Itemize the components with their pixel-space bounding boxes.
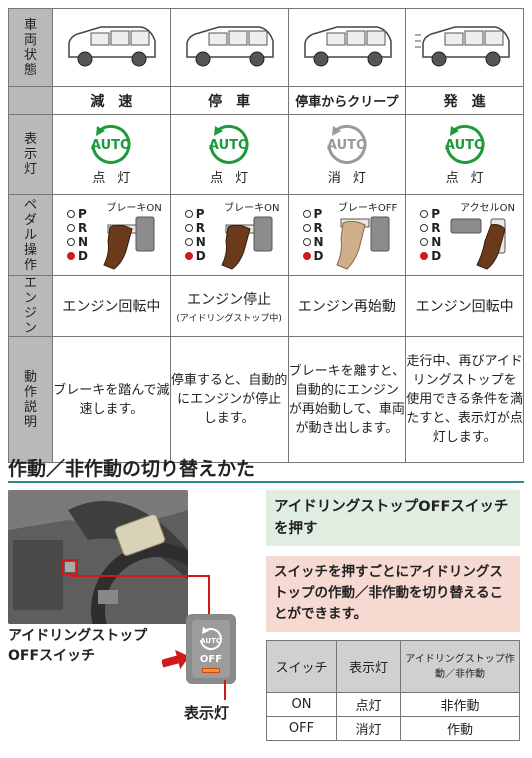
- dashboard-photo: [8, 490, 188, 624]
- indicator-label: 表示灯: [184, 704, 230, 722]
- auto-indicator-icon: AUTO: [445, 124, 485, 164]
- table-cell: 消灯: [336, 716, 401, 741]
- auto-indicator-icon-off: AUTO: [327, 124, 367, 164]
- engine-state: エンジン回転中: [405, 275, 524, 337]
- accelerator-foot-icon: [450, 218, 506, 270]
- section-divider: [8, 481, 524, 483]
- svg-text:AUTO: AUTO: [445, 138, 485, 153]
- auto-indicator-icon: AUTO: [209, 124, 249, 164]
- description-text: ブレーキを踏んで減速します。: [52, 336, 171, 463]
- row-head-pedal: ペダル操作: [8, 194, 53, 276]
- description-text: 停車すると、自動的にエンジンが停止します。: [169, 336, 289, 463]
- row-head-description: 動作説明: [8, 336, 53, 463]
- pedal-label: ブレーキON: [224, 203, 280, 214]
- section-title: 作動／非作動の切り替えかた: [8, 458, 256, 480]
- table-cell: OFF: [266, 716, 337, 741]
- brake-pedal-foot-icon: [103, 216, 155, 270]
- indicator-status: 消灯: [327, 171, 378, 186]
- car-illustration-2: [169, 8, 289, 87]
- table-cell: 点灯: [336, 692, 401, 717]
- callout-line: [70, 575, 210, 577]
- callout-line: [208, 575, 210, 615]
- car-illustration-4: [405, 8, 524, 87]
- brake-pedal-foot-icon: [220, 216, 272, 270]
- callout-line: [224, 680, 226, 700]
- description-text: 走行中、再びアイドリングストップを使用できる条件を満たすと、表示灯が点灯します。: [405, 336, 524, 463]
- press-arrow-icon: [162, 650, 190, 670]
- row-head-indicator: 表示灯: [8, 114, 53, 195]
- state-label: 減速: [52, 86, 171, 115]
- row-head-vehicle-state: 車両状態: [8, 8, 53, 87]
- col-header: アイドリングストップ作動／非作動: [400, 640, 520, 693]
- indicator-status: 点灯: [92, 171, 143, 186]
- gear-selector-icon: P R N D: [302, 207, 324, 263]
- switch-state-table: スイッチ 表示灯 アイドリングストップ作動／非作動 ON 点灯 非作動 OFF …: [266, 640, 520, 741]
- car-illustration-1: [52, 8, 171, 87]
- svg-text:AUTO: AUTO: [327, 138, 367, 153]
- indicator-status: 点灯: [445, 171, 496, 186]
- engine-state: エンジン回転中: [52, 275, 171, 337]
- indicator-status: 点灯: [210, 171, 261, 186]
- svg-text:AUTO: AUTO: [200, 637, 222, 645]
- gear-selector-icon: P R N D: [67, 207, 88, 263]
- pedal-label: アクセルON: [460, 203, 515, 214]
- switch-off-label: OFF: [199, 654, 223, 665]
- idle-stop-off-switch[interactable]: AUTO OFF: [186, 614, 236, 684]
- table-cell: 非作動: [400, 692, 520, 717]
- state-label: 発進: [405, 86, 524, 115]
- idle-stop-operation-table: 車両状態 減速 停車 停車からクリープ 発進 表示灯 AUTO 点灯 AUTO 点灯…: [8, 8, 524, 463]
- gear-selector-icon: P R N D: [420, 207, 441, 263]
- instruction-box: アイドリングストップOFFスイッチを押す: [266, 490, 520, 546]
- auto-off-icon: AUTO: [200, 627, 222, 650]
- car-illustration-3: [287, 8, 407, 87]
- switch-indicator-led: [202, 668, 220, 673]
- row-head-blank: [8, 86, 53, 115]
- note-box: スイッチを押すごとにアイドリングストップの作動／非作動を切り替えることができます…: [266, 556, 520, 632]
- gear-selector-icon: P R N D: [184, 207, 206, 263]
- table-cell: 作動: [400, 716, 520, 741]
- description-text: ブレーキを離すと、自動的にエンジンが再始動して、車両が動き出します。: [287, 336, 407, 463]
- state-label: 停車: [169, 86, 289, 115]
- auto-indicator-icon: AUTO: [91, 124, 131, 164]
- col-header: スイッチ: [266, 640, 337, 693]
- engine-state: エンジン停止(アイドリングストップ中): [169, 275, 289, 337]
- state-label: 停車からクリープ: [287, 86, 407, 115]
- svg-text:AUTO: AUTO: [209, 138, 249, 153]
- svg-text:AUTO: AUTO: [91, 138, 131, 153]
- brake-release-foot-icon: [336, 216, 390, 270]
- pedal-label: ブレーキOFF: [337, 203, 398, 214]
- row-head-engine: エンジン: [8, 275, 53, 337]
- table-cell: ON: [266, 692, 337, 717]
- switch-name-label: アイドリングストップ OFFスイッチ: [8, 628, 148, 664]
- engine-state: エンジン再始動: [287, 275, 407, 337]
- pedal-label: ブレーキON: [106, 203, 162, 214]
- col-header: 表示灯: [336, 640, 401, 693]
